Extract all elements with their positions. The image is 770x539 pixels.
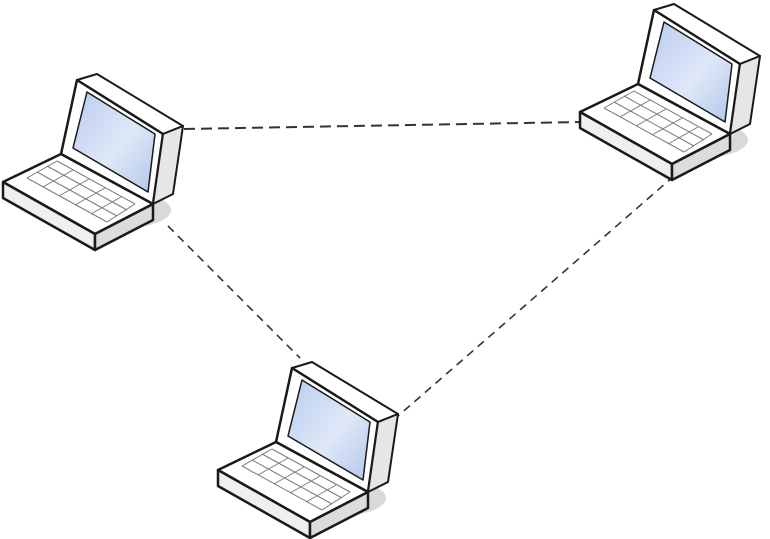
laptop-bottom-icon	[216, 360, 400, 539]
laptop-left-icon	[1, 72, 185, 252]
link-left-bottom	[167, 225, 301, 359]
network-links	[167, 121, 675, 417]
laptop-right-icon	[578, 2, 762, 182]
link-left-right	[183, 121, 581, 130]
link-right-bottom	[397, 175, 675, 417]
